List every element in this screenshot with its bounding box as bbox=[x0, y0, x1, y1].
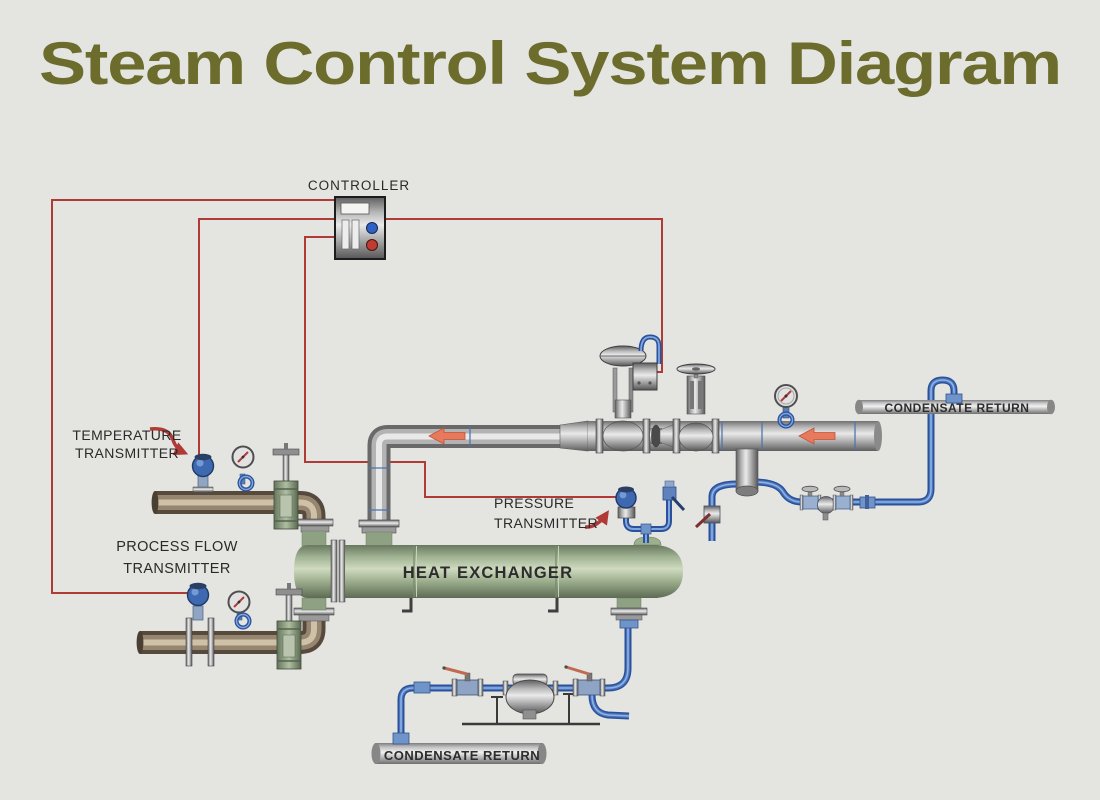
hx-head-flange bbox=[330, 539, 338, 603]
process-inlet-gauge-icon bbox=[227, 590, 252, 630]
hx-head-flange-2 bbox=[338, 539, 346, 603]
hx-top-left-nozzle bbox=[301, 530, 327, 547]
process-flow-transmitter-label-1: PROCESS FLOW bbox=[116, 539, 238, 555]
hx-shell bbox=[345, 545, 658, 598]
process-outlet-valve-icon bbox=[272, 443, 300, 530]
steam-reducer bbox=[559, 420, 589, 452]
impulse-tee-fitting bbox=[640, 523, 652, 535]
steam-line bbox=[358, 334, 882, 534]
process-outlet-pipe bbox=[151, 491, 334, 533]
flow-arrow-left-icon bbox=[798, 427, 836, 445]
steam-pressure-gauge-icon bbox=[774, 384, 798, 429]
signal-lines bbox=[51, 199, 663, 594]
control-valve-icon bbox=[595, 334, 662, 454]
pressure-transmitter-label-1: PRESSURE bbox=[494, 495, 574, 511]
pipe-union-icon bbox=[413, 681, 431, 694]
pressure-label-arrow-icon bbox=[584, 510, 609, 529]
steam-trap-station-upper bbox=[799, 485, 876, 521]
return-inlet-fitting bbox=[392, 732, 410, 745]
controller bbox=[334, 196, 386, 260]
condensate-return-top: CONDENSATE RETURN bbox=[855, 393, 1055, 415]
steam-weld-rings bbox=[721, 422, 856, 450]
condensate-return-bottom: CONDENSATE RETURN bbox=[371, 732, 547, 764]
steam-inlet-flange bbox=[358, 519, 400, 528]
flow-signal-line bbox=[51, 199, 336, 594]
temperature-signal-line bbox=[198, 218, 336, 460]
pressure-transmitter-label-2: TRANSMITTER bbox=[494, 515, 598, 531]
controller-display bbox=[340, 202, 370, 215]
controller-bar bbox=[341, 219, 350, 250]
union-band bbox=[865, 495, 869, 509]
temperature-transmitter-icon bbox=[191, 453, 215, 493]
drip-leg bbox=[735, 448, 759, 497]
blowdown-valve-icon bbox=[694, 505, 721, 529]
heat-exchanger-label: HEAT EXCHANGER bbox=[403, 564, 574, 582]
pressure-signal-line bbox=[304, 236, 620, 498]
temperature-transmitter-label-2: TRANSMITTER bbox=[75, 445, 179, 461]
steam-riser-and-elbow bbox=[367, 425, 562, 532]
hx-bottom-left-nozzle bbox=[301, 597, 327, 611]
trap-bypass-pipe bbox=[588, 694, 630, 720]
heat-exchanger: HEAT EXCHANGER bbox=[294, 530, 683, 629]
hx-right-head bbox=[652, 545, 683, 598]
trap-support-stand bbox=[462, 693, 600, 726]
steam-pipe-end bbox=[874, 421, 882, 451]
flow-transmitter-icon bbox=[185, 582, 215, 667]
float-trap-icon bbox=[502, 673, 559, 720]
condensate-return-top-label: CONDENSATE RETURN bbox=[885, 401, 1030, 415]
controller-red-button bbox=[366, 239, 378, 251]
pressure-transmitter-icon bbox=[615, 486, 637, 519]
trap-outlet-valve-icon bbox=[564, 665, 606, 697]
globe-valve-icon bbox=[672, 363, 720, 454]
process-flow-transmitter-label-2: TRANSMITTER bbox=[123, 561, 231, 577]
hx-steam-nozzle bbox=[365, 531, 393, 547]
condensate-return-bottom-label: CONDENSATE RETURN bbox=[384, 748, 540, 763]
temperature-label-arrow-icon bbox=[149, 426, 189, 456]
controller-label: CONTROLLER bbox=[308, 178, 410, 193]
temperature-transmitter-label-1: TEMPERATURE bbox=[72, 427, 181, 443]
controller-bar bbox=[351, 219, 360, 250]
pressure-station bbox=[615, 480, 686, 543]
flow-arrows bbox=[428, 427, 836, 445]
hx-drain-nozzle bbox=[610, 597, 648, 629]
return-inlet-fitting bbox=[945, 393, 963, 404]
trap-isolation-valve-icon bbox=[832, 485, 854, 511]
controller-blue-button bbox=[366, 222, 378, 234]
process-inlet-valve-icon bbox=[275, 583, 303, 670]
hx-weld-seams bbox=[413, 546, 559, 597]
labels: CONTROLLER TEMPERATURE TRANSMITTER PROCE… bbox=[72, 178, 598, 577]
hx-left-head bbox=[294, 545, 332, 598]
page-title: Steam Control System Diagram bbox=[39, 30, 1061, 97]
drip-blowdown-pipe bbox=[708, 480, 738, 541]
valve-positioner bbox=[632, 362, 658, 391]
impulse-isolation-valve-icon bbox=[662, 480, 686, 512]
steam-trap-icon bbox=[817, 496, 835, 521]
flow-arrow-left-icon bbox=[428, 427, 466, 445]
process-outlet-gauge-icon bbox=[231, 445, 255, 492]
trap-discharge-pipe bbox=[753, 376, 958, 506]
trap-inlet-valve-icon bbox=[442, 666, 484, 697]
label-arrows bbox=[149, 426, 609, 529]
hx-support-legs bbox=[402, 598, 559, 613]
